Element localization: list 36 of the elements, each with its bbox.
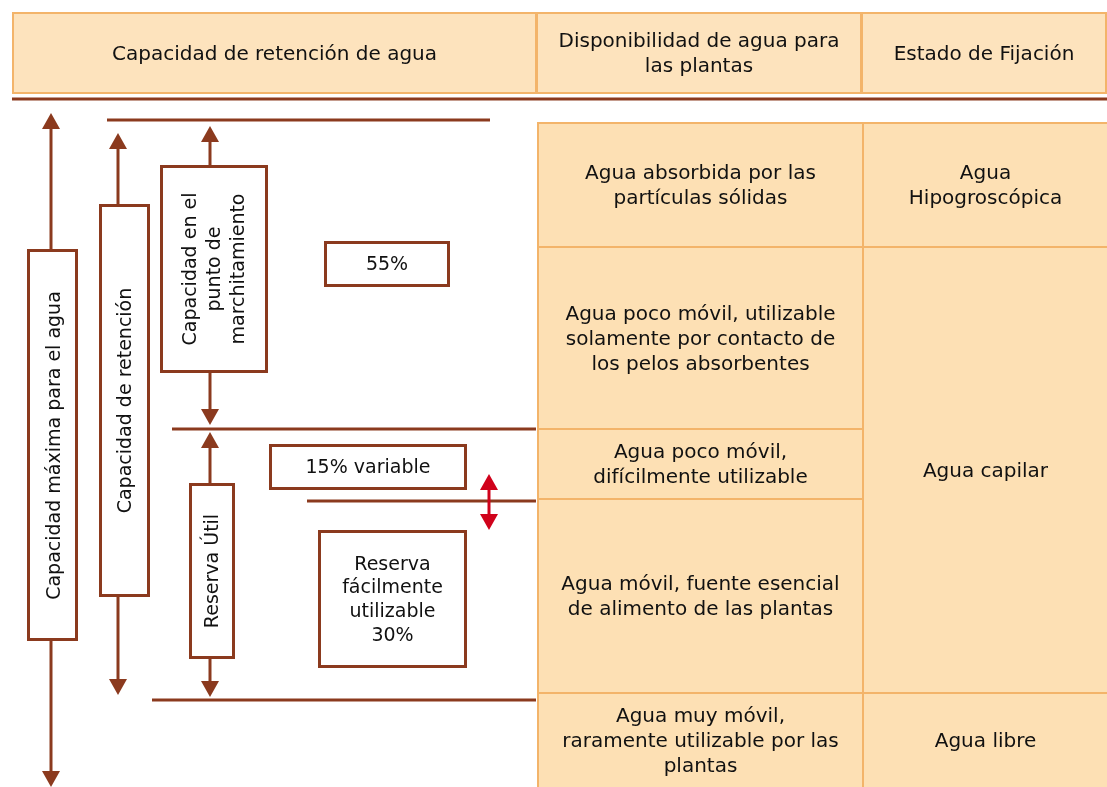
cell-text: Reserva fácilmente utilizable 30% xyxy=(341,551,444,647)
table-cell xyxy=(862,122,1107,248)
label-box xyxy=(189,483,235,659)
cell-text: Capacidad de retención xyxy=(111,286,136,516)
table-cell xyxy=(862,692,1107,787)
table-cell xyxy=(537,498,864,694)
table-cell xyxy=(537,122,864,248)
cell-text: Agua libre xyxy=(933,728,1038,753)
percentage-box xyxy=(269,444,467,490)
table-cell xyxy=(537,246,864,430)
cell-text: Capacidad de retención de agua xyxy=(110,40,439,66)
label-box xyxy=(160,165,268,373)
percentage-box xyxy=(324,241,450,287)
cell-text: Disponibilidad de agua para las plantas xyxy=(557,28,841,78)
percentage-box xyxy=(318,530,467,668)
cell-text: Agua móvil, fuente esencial de alimento de las plantas xyxy=(560,571,841,621)
header-cell xyxy=(861,12,1107,94)
cell-text: Agua poco móvil, utilizable solamente por contacto de los pelos absorbentes xyxy=(564,300,837,376)
table-cell xyxy=(537,428,864,500)
cell-text: Capacidad máxima para el agua xyxy=(39,289,65,602)
header-cell xyxy=(536,12,862,94)
label-box xyxy=(99,204,150,597)
cell-text: Agua muy móvil, raramente utilizable por las plantas xyxy=(561,703,840,778)
cell-text: Agua capilar xyxy=(921,457,1050,483)
cell-text: Capacidad en el punto de marchitamiento xyxy=(177,191,249,348)
cell-text: Estado de Fijación xyxy=(892,40,1076,66)
cell-text: Agua absorbida por las partículas sólidas xyxy=(584,160,817,210)
cell-text: Agua poco móvil, difícilmente utilizable xyxy=(592,439,809,489)
header-cell xyxy=(12,12,537,94)
table-cell xyxy=(862,246,1107,694)
cell-text: 55% xyxy=(364,252,410,276)
label-box xyxy=(27,249,78,641)
cell-text: 15% variable xyxy=(304,455,432,479)
cell-text: Reserva Útil xyxy=(198,512,224,631)
cell-text: Agua Hipogroscópica xyxy=(907,160,1064,210)
table-cell xyxy=(537,692,864,787)
